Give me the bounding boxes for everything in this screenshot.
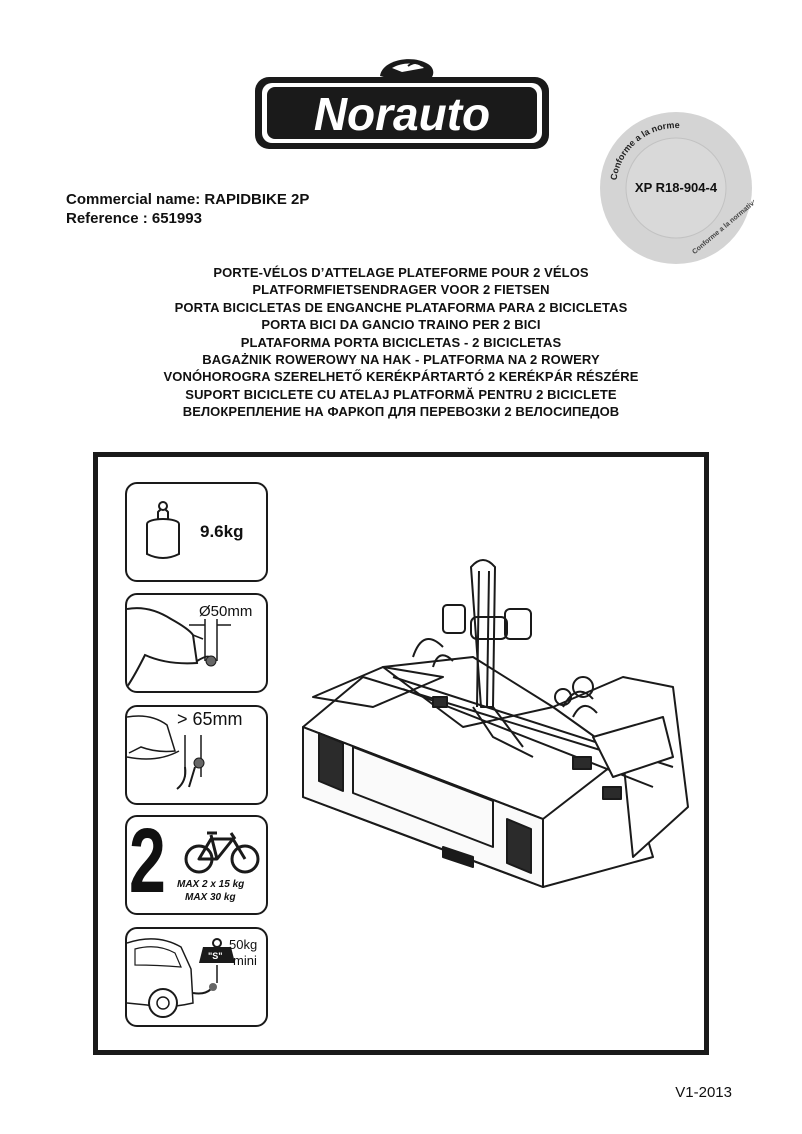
norauto-logo: Norauto (255, 59, 549, 149)
weight-icon (146, 501, 180, 559)
spec-card-ball-diameter: Ø50mm (125, 593, 268, 693)
title-nl: PLATFORMFIETSENDRAGER VOOR 2 FIETSEN (252, 282, 550, 298)
clearance-value: > 65mm (177, 709, 243, 729)
weight-value: 9.6kg (200, 522, 244, 541)
title-hu: VONÓHOROGRA SZERELHETŐ KERÉKPÁRTARTÓ 2 K… (163, 369, 639, 385)
spec-card-capacity: 2 MAX 2 x 15 kg MAX 30 kg (125, 815, 268, 915)
nose-load-label: mini (233, 953, 257, 968)
bike-count: 2 (129, 815, 166, 912)
conformity-seal: Conforme a la norme XP R18-904-4 Conform… (600, 112, 754, 264)
title-ro: SUPORT BICICLETE CU ATELAJ PLATFORMĂ PEN… (185, 386, 617, 402)
version-label: V1-2013 (675, 1084, 732, 1101)
car-rear-icon (127, 938, 235, 1018)
logo-text: Norauto (314, 88, 490, 140)
max-total: MAX 30 kg (185, 892, 236, 903)
spec-card-nose-load: "S" 50kg mini (125, 927, 268, 1027)
weight-tag: "S" (208, 951, 223, 961)
title-ru: ВЕЛОКРЕПЛЕНИЕ НА ФАРКОП ДЛЯ ПЕРЕВОЗКИ 2 … (182, 404, 620, 420)
max-per-bike: MAX 2 x 15 kg (177, 879, 245, 890)
towbar-ball-icon (127, 607, 231, 688)
nose-load-value: 50kg (229, 937, 258, 952)
title-pl: BAGAŻNIK ROWEROWY NA HAK - PLATFORMA NA … (202, 352, 600, 368)
reference: Reference : 651993 (66, 210, 202, 227)
title-es: PORTA BICICLETAS DE ENGANCHE PLATAFORMA … (174, 299, 628, 315)
title-it: PORTA BICI DA GANCIO TRAINO PER 2 BICI (261, 317, 541, 333)
title-pt: PLATAFORMA PORTA BICICLETAS - 2 BICICLET… (240, 334, 562, 350)
clearance-icon (127, 715, 205, 790)
spec-card-clearance: > 65mm (125, 705, 268, 805)
bike-rack-illustration (302, 559, 689, 888)
product-info: Commercial name: RAPIDBIKE 2P Reference … (66, 190, 309, 228)
seal-code: XP R18-904-4 (635, 180, 718, 195)
commercial-name: Commercial name: RAPIDBIKE 2P (66, 191, 310, 208)
ball-diameter-value: Ø50mm (199, 603, 253, 620)
title-fr: PORTE-VÉLOS D’ATTELAGE PLATEFORME POUR 2… (213, 265, 589, 280)
illustration-frame: 9.6kg Ø50mm > 65mm 2 (93, 452, 709, 1055)
bicycle-icon (184, 831, 260, 874)
spec-card-weight: 9.6kg (125, 482, 268, 582)
product-titles: PORTE-VÉLOS D’ATTELAGE PLATEFORME POUR 2… (0, 264, 802, 421)
